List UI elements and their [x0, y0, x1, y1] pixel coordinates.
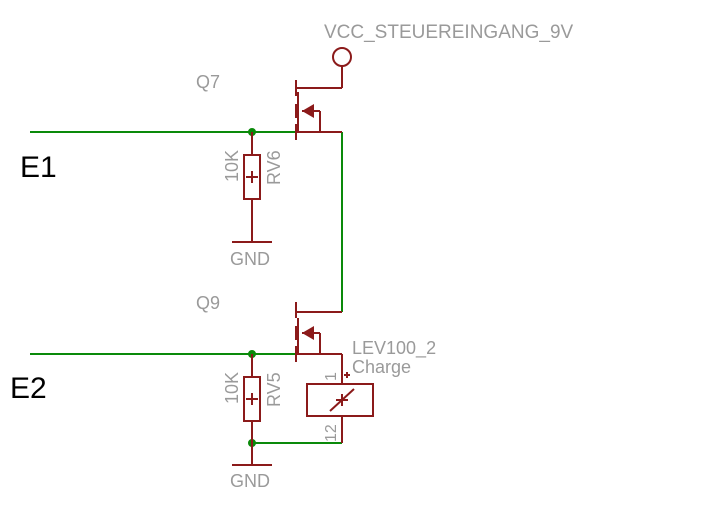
gnd-label-bottom: GND [230, 471, 270, 491]
rv6-value: 10K [222, 150, 242, 182]
resistor-rv6 [232, 132, 272, 243]
relay-value: Charge [352, 357, 411, 377]
relay-pin1: 1 [323, 372, 340, 381]
rv5-name: RV5 [264, 372, 284, 407]
supply-symbol [332, 47, 352, 88]
q9-label: Q9 [196, 293, 220, 313]
input-label-e2: E2 [10, 372, 47, 405]
relay-coil [306, 372, 374, 443]
input-label-e1: E1 [20, 151, 57, 184]
mosfet-q9 [295, 302, 343, 384]
gnd-label-top: GND [230, 249, 270, 269]
rv6-name: RV6 [264, 150, 284, 185]
relay-name: LEV100_2 [352, 338, 436, 359]
resistor-rv5 [232, 354, 272, 466]
relay-pin2: 12 [323, 424, 340, 442]
supply-label: VCC_STEUEREINGANG_9V [324, 22, 574, 43]
q7-label: Q7 [196, 72, 220, 92]
mosfet-q7 [295, 80, 342, 140]
rv5-value: 10K [222, 372, 242, 404]
wires [30, 131, 343, 444]
